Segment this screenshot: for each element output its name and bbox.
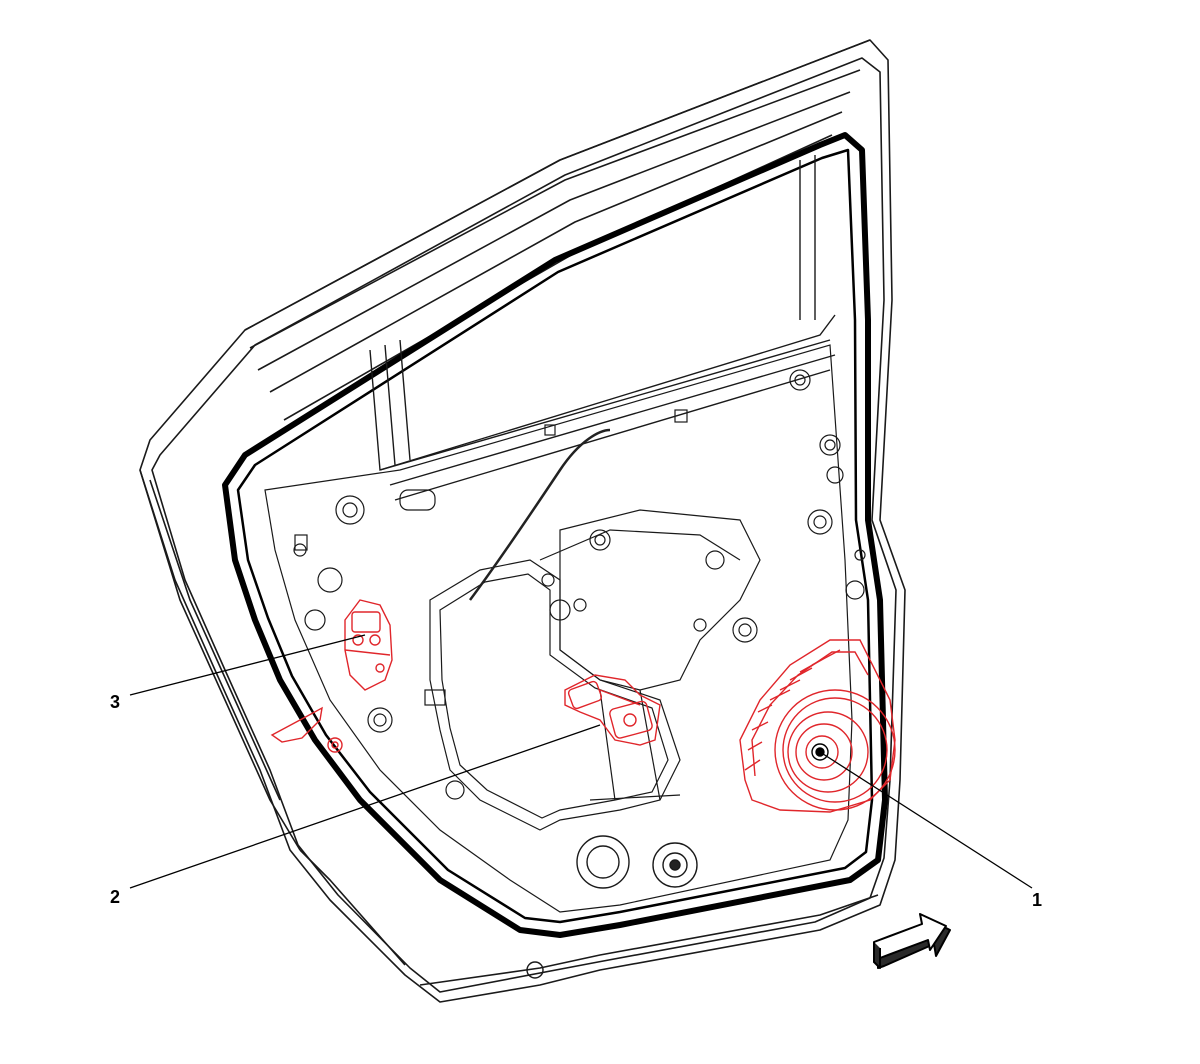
speaker-part	[739, 639, 896, 813]
weatherstrip-seal	[222, 132, 888, 938]
door-lock-actuator-part	[344, 599, 393, 691]
leader-line-1	[819, 751, 1033, 889]
callout-label-3: 3	[110, 692, 121, 712]
weatherstrip-seal-inner	[236, 148, 874, 924]
drain-holes	[526, 835, 698, 979]
forward-arrow-icon	[873, 913, 951, 969]
leader-line-3	[129, 634, 366, 696]
window-frame	[369, 155, 836, 501]
callout-label-2: 2	[110, 887, 121, 907]
regulator-motor-part	[564, 674, 661, 746]
hinge-bracket-part	[270, 706, 343, 753]
inner-panel	[264, 344, 866, 913]
callout-label-1: 1	[1032, 890, 1043, 910]
door-outer-panel	[139, 39, 906, 1003]
leader-line-2	[129, 724, 601, 889]
leader-lines	[129, 634, 1033, 889]
